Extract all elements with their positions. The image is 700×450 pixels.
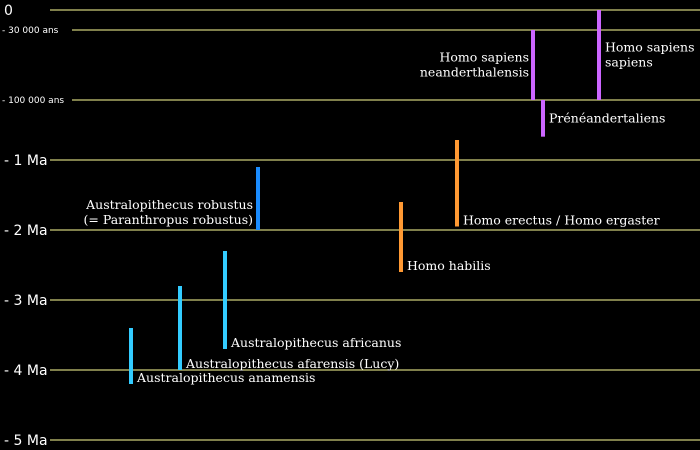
time-tick-label: - 4 Ma bbox=[4, 363, 48, 379]
species-labels: Australopithecus anamensisAustralopithec… bbox=[84, 40, 695, 386]
species-label-line: neanderthalensis bbox=[420, 65, 529, 80]
species-label-line: Australopithecus robustus bbox=[85, 197, 253, 212]
time-tick-label: - 5 Ma bbox=[4, 433, 48, 449]
time-tick-label: - 2 Ma bbox=[4, 223, 48, 239]
time-gridlines bbox=[50, 9, 700, 441]
species-label-robustus: Australopithecus robustus(= Paranthropus… bbox=[84, 197, 253, 227]
species-label-line: Prénéandertaliens bbox=[549, 110, 665, 125]
time-tick-label: - 30 000 ans bbox=[2, 26, 59, 36]
time-tick-label: - 3 Ma bbox=[4, 293, 48, 309]
species-label-habilis: Homo habilis bbox=[407, 258, 491, 273]
species-label-anamensis: Australopithecus anamensis bbox=[136, 370, 315, 385]
species-label-line: Homo habilis bbox=[407, 258, 491, 273]
time-tick-label: 0 bbox=[4, 3, 13, 19]
species-label-line: Homo sapiens bbox=[439, 50, 529, 65]
species-label-preneandertaliens: Prénéandertaliens bbox=[549, 110, 665, 125]
species-range-bars bbox=[129, 10, 601, 384]
species-label-line: (= Paranthropus robustus) bbox=[84, 212, 253, 227]
species-label-africanus: Australopithecus africanus bbox=[230, 335, 401, 350]
species-label-line: Australopithecus africanus bbox=[230, 335, 401, 350]
species-label-line: Australopithecus anamensis bbox=[136, 370, 315, 385]
species-label-erectus: Homo erectus / Homo ergaster bbox=[463, 213, 660, 228]
species-label-afarensis: Australopithecus afarensis (Lucy) bbox=[185, 356, 399, 371]
species-label-line: Homo sapiens bbox=[605, 40, 695, 55]
time-tick-label: - 100 000 ans bbox=[2, 96, 64, 106]
time-axis-labels: 0 - 30 000 ans - 100 000 ans - 1 Ma - 2 Ma - … bbox=[2, 3, 64, 449]
species-label-line: sapiens bbox=[605, 55, 653, 70]
time-tick-label: - 1 Ma bbox=[4, 153, 48, 169]
species-label-line: Australopithecus afarensis (Lucy) bbox=[185, 356, 399, 371]
species-label-line: Homo erectus / Homo ergaster bbox=[463, 213, 660, 228]
